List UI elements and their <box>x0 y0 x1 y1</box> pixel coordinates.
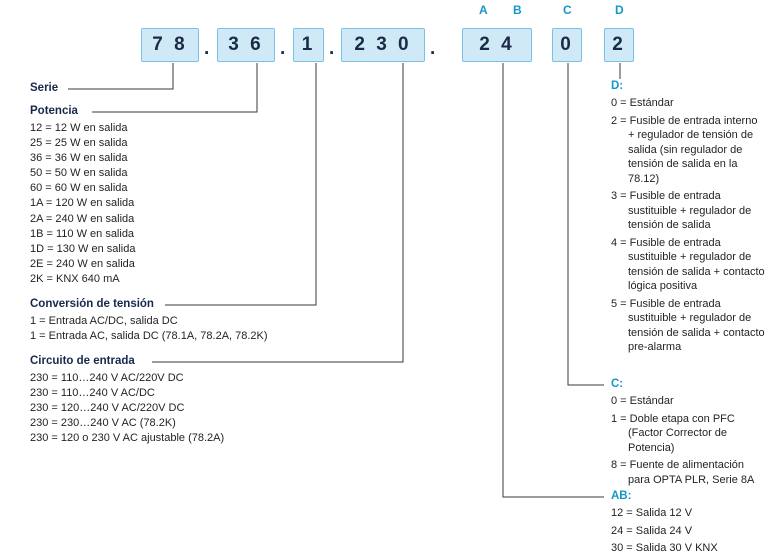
section-d: D: 0 = Estándar 2 = Fusible de entrada i… <box>611 80 766 358</box>
list-item: 0 = Estándar <box>611 395 674 407</box>
list-item: 30 = Salida 30 V KNX <box>611 542 718 553</box>
list-item: 0 = Estándar <box>611 97 674 109</box>
list-item: 230 = 230…240 V AC (78.2K) <box>30 417 176 430</box>
section-c-title: C: <box>611 378 624 390</box>
code-box-potencia: 3 6 <box>217 28 275 62</box>
list-item: 24 = Salida 24 V <box>611 524 693 537</box>
list-item: 60 = 60 W en salida <box>30 182 128 195</box>
list-item: 1B = 110 W en salida <box>30 227 135 240</box>
code-separator-dot: . <box>329 38 335 59</box>
list-item: 230 = 120…240 V AC/220V DC <box>30 402 185 415</box>
list-item: 3 = Fusible de entrada sustituible + reg… <box>611 190 752 231</box>
list-item: 2A = 240 W en salida <box>30 212 135 225</box>
list-item: 1 = Doble etapa con PFC (Factor Correcto… <box>611 412 735 454</box>
list-item: 8 = Fuente de alimentación para OPTA PLR… <box>611 459 755 486</box>
section-circuito: Circuito de entrada 230 = 110…240 V AC/2… <box>30 355 224 446</box>
section-conversion-title: Conversión de tensión <box>30 298 154 310</box>
section-serie: Serie <box>30 82 58 98</box>
list-item: 5 = Fusible de entrada sustituible + reg… <box>611 297 765 354</box>
code-separator-dot: . <box>430 38 436 59</box>
section-ab-title: AB: <box>611 490 632 502</box>
section-potencia-title: Potencia <box>30 105 78 117</box>
list-item: 25 = 25 W en salida <box>30 137 128 150</box>
section-ab: AB: 12 = Salida 12 V 24 = Salida 24 V 30… <box>611 490 766 553</box>
list-item: 36 = 36 W en salida <box>30 152 128 165</box>
list-item: 230 = 110…240 V AC/DC <box>30 387 155 400</box>
code-letter-d: D <box>615 3 624 17</box>
list-item: 1A = 120 W en salida <box>30 197 135 210</box>
section-c: C: 0 = Estándar 1 = Doble etapa con PFC … <box>611 378 766 490</box>
code-box-ab: 2 4 <box>462 28 532 62</box>
connector-ab <box>502 63 604 498</box>
code-letter-a: A <box>479 3 488 17</box>
code-box-conversion: 1 <box>293 28 324 62</box>
connector-c <box>567 63 604 386</box>
list-item: 50 = 50 W en salida <box>30 167 128 180</box>
section-conversion: Conversión de tensión 1 = Entrada AC/DC,… <box>30 298 268 344</box>
connector-conversion <box>165 63 317 306</box>
code-letter-b: B <box>513 3 522 17</box>
list-item: 2 = Fusible de entrada interno + regulad… <box>611 114 758 185</box>
code-letter-c: C <box>563 3 572 17</box>
list-item: 1 = Entrada AC/DC, salida DC <box>30 315 178 327</box>
list-item: 230 = 110…240 V AC/220V DC <box>30 372 184 384</box>
connector-serie <box>68 63 174 90</box>
section-potencia: Potencia 12 = 12 W en salida 25 = 25 W e… <box>30 105 135 287</box>
code-separator-dot: . <box>280 38 286 59</box>
code-separator-dot: . <box>204 38 210 59</box>
list-item: 1 = Entrada AC, salida DC (78.1A, 78.2A,… <box>30 330 268 343</box>
list-item: 12 = 12 W en salida <box>30 122 128 134</box>
list-item: 12 = Salida 12 V <box>611 507 693 519</box>
list-item: 1D = 130 W en salida <box>30 242 136 255</box>
list-item: 2K = KNX 640 mA <box>30 272 120 285</box>
code-box-c: 0 <box>552 28 582 62</box>
list-item: 4 = Fusible de entrada sustituible + reg… <box>611 236 765 293</box>
section-circuito-title: Circuito de entrada <box>30 355 135 367</box>
section-serie-title: Serie <box>30 82 59 94</box>
code-box-d: 2 <box>604 28 634 62</box>
list-item: 2E = 240 W en salida <box>30 257 135 270</box>
section-d-title: D: <box>611 80 624 92</box>
code-box-circuito: 2 3 0 <box>341 28 425 62</box>
list-item: 230 = 120 o 230 V AC ajustable (78.2A) <box>30 432 225 445</box>
code-box-serie: 7 8 <box>141 28 199 62</box>
